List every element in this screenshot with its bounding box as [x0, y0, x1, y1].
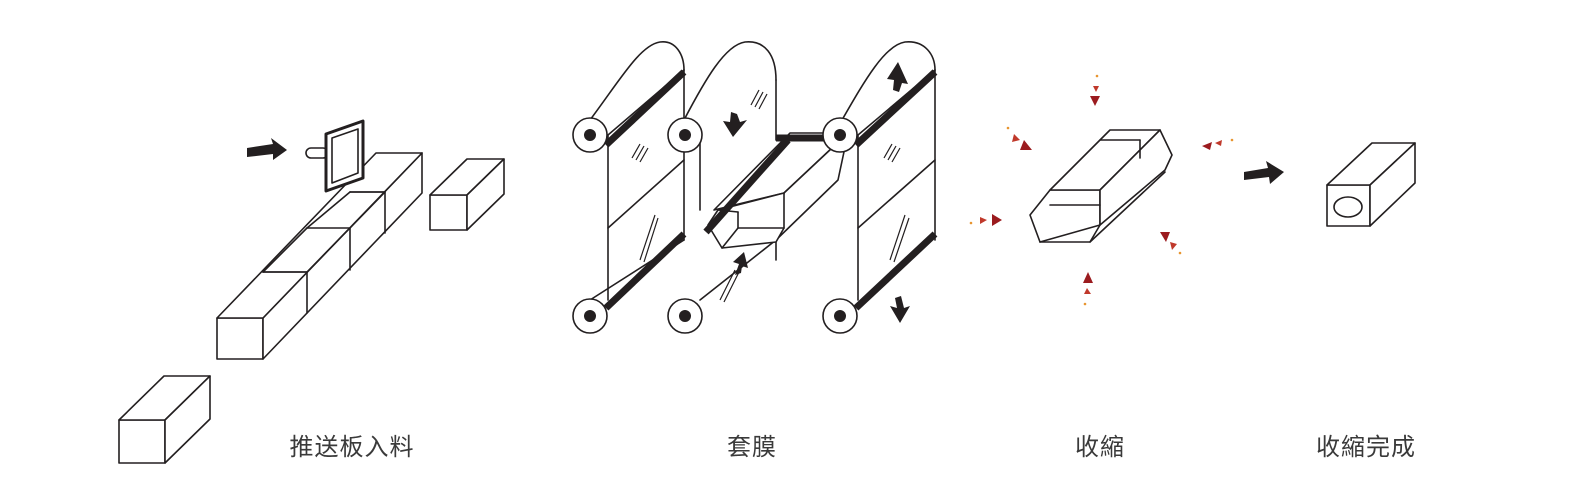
heat-arrows — [969, 74, 1234, 306]
stage-label-shrink: 收縮 — [1075, 433, 1125, 461]
film-frame-left — [572, 41, 687, 334]
outgoing-box — [429, 158, 505, 231]
box-row — [216, 152, 423, 360]
stage-label-shrink-complete: 收縮完成 — [1316, 433, 1416, 461]
film-down-arrow-right — [890, 296, 910, 323]
stage-label-film-sleeving: 套膜 — [727, 433, 777, 461]
film-frame-middle — [667, 41, 777, 334]
stage-label-push-feed: 推送板入料 — [289, 433, 415, 461]
film-down-arrow — [723, 112, 747, 137]
stage-push-feed-illustration — [118, 119, 505, 464]
film-up-arrow — [733, 252, 748, 275]
stage-film-sleeving-illustration — [572, 41, 938, 334]
stage-shrink-illustration — [969, 74, 1234, 306]
completion-arrow — [1244, 161, 1284, 184]
incoming-box — [118, 375, 211, 464]
push-direction-arrow — [247, 138, 287, 160]
finished-package — [1326, 142, 1416, 227]
film-up-arrow-right — [887, 62, 908, 92]
shrinking-box — [1029, 129, 1173, 243]
stage-shrink-complete-illustration — [1244, 142, 1416, 227]
box-in-film — [703, 132, 849, 249]
push-plate — [305, 119, 365, 193]
film-frame-right — [822, 41, 938, 334]
